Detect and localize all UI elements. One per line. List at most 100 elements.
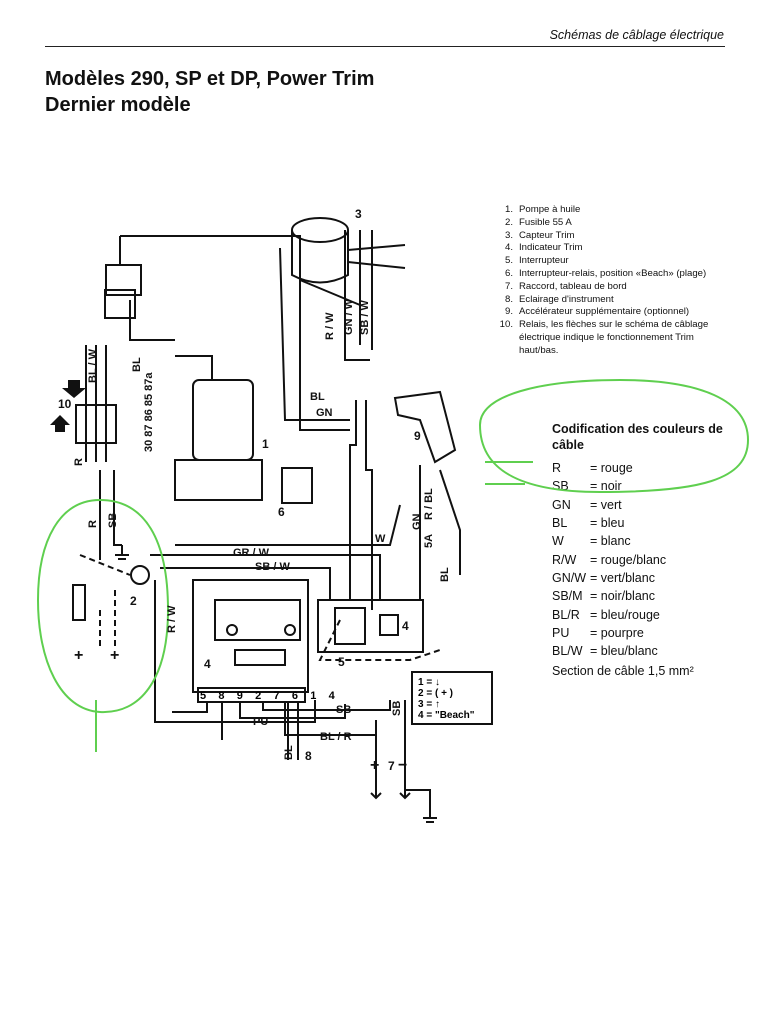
color-meaning: = vert [590,497,622,512]
arrow-down [399,790,411,800]
color-meaning: = rouge/blanc [590,552,667,567]
green-annotation-circle [36,498,170,714]
callout-10: 10 [58,397,72,411]
legend-number: 1. [504,204,513,215]
connector-top [105,264,142,296]
legend-item: 1.Pompe à huile [494,204,734,217]
ground-symbol [115,545,129,560]
callout-6: 6 [278,505,285,519]
wire-label: SB / W [359,300,371,335]
legend-item: 9. Accélérateur supplémentaire (optionnel… [494,306,734,319]
switch-legend-line: 1 = ↓ [418,677,440,688]
legend-number: 8. [504,293,513,305]
plus-symbol: + [74,647,83,664]
wire-label: BL [310,391,325,403]
legend-item: 8. Eclairage d'instrument [494,294,734,307]
color-meaning: = vert/blanc [590,570,655,585]
legend-text: Eclairage d'instrument [519,293,614,305]
wire [349,400,357,600]
legend-text: Raccord, tableau de bord [519,280,627,292]
plus-symbol: + [370,757,379,774]
wire-label: GN [316,407,333,419]
color-code-row: BL= bleu [552,514,752,532]
wire-label-group: R / W GN / W SB / W BL GN GR / W SB / W … [73,298,451,760]
color-code-row: BL/R= bleu/rouge [552,605,752,623]
legend-number: 10. [499,319,513,331]
color-code: SB/M [552,589,583,604]
connector-6 [281,467,313,504]
trim-sensor-body [291,217,349,243]
color-code-row: BL/W= bleu/blanc [552,642,752,660]
legend-item: 6. Interrupteur-relais, position «Beach» … [494,268,734,281]
legend-text: Indicateur Trim [519,242,583,254]
wire-label: 5A [423,534,435,548]
gauge-terminal-numbers: 5 8 9 2 7 6 1 4 [200,690,339,702]
wire [175,355,213,380]
wire [344,230,370,361]
wire-label: R / W [166,605,178,633]
trim-sensor-lead [299,279,361,306]
callout-group: 1 2 3 4 4 5 6 7 8 9 10 [58,207,421,773]
color-code: GN [552,497,571,512]
callout-9: 9 [414,429,421,443]
wire [150,554,381,600]
legend-item: 10.Relais, les flèches sur le schéma de … [494,319,734,357]
color-meaning: = bleu/rouge [590,607,660,622]
callout-2: 2 [130,594,137,608]
ground-symbol [423,810,437,823]
callout-4: 4 [402,619,409,633]
color-code-row: SB/M = noir/blanc [552,587,752,605]
wire [120,235,350,431]
color-meaning: = noir/blanc [590,589,655,604]
switch-legend: 1 = ↓ 2 = ( + ) 3 = ↑ 4 = "Beach" [418,677,475,721]
color-code: PU [552,625,570,640]
wire-label: SB [107,513,119,528]
color-code: GN/W [552,570,587,585]
relay-body [75,404,117,444]
color-code-row: GN = vert [552,496,752,514]
legend-number: 6. [504,267,513,279]
wire-label: GN [411,513,423,530]
color-meaning: = rouge [590,461,633,476]
wire-label: BL [131,357,143,372]
header-rule [45,46,725,47]
cable-section-note: Section de câble 1,5 mm² [552,664,694,679]
fuse-box [72,584,86,621]
page-title: Modèles 290, SP et DP, Power Trim Dernie… [45,66,374,118]
wire-label: GN / W [343,298,355,335]
gauge-scale [234,649,286,666]
switch-contact-block [379,614,399,636]
trim-sensor-lead [347,261,406,269]
trim-sensor-lead [347,244,406,251]
wire [439,469,461,575]
color-code: W [552,534,564,549]
switch-contact-block [334,607,366,645]
color-meaning: = bleu/blanc [590,644,658,659]
wire-label: SB [336,704,351,716]
gauge-terminal-strip [197,687,306,703]
wire-label: BL / W [87,348,99,383]
callout-5: 5 [338,655,345,669]
green-annotation-circle [478,378,750,494]
legend-number: 2. [504,216,513,228]
callout-8: 8 [305,749,312,763]
legend-item: 2.Fusible 55 A [494,217,734,230]
legend-text: Interrupteur [519,255,569,267]
wire-label: R [73,458,85,466]
legend-text: Interrupteur-relais, position «Beach» (p… [519,267,707,279]
component-legend: 1.Pompe à huile 2.Fusible 55 A 3.Capteur… [494,204,734,358]
wire [404,700,431,810]
switch-housing [317,599,424,653]
legend-item: 3.Capteur Trim [494,230,734,243]
wire [175,504,401,546]
title-line-2: Dernier modèle [45,94,191,116]
legend-number: 9. [504,306,513,318]
wire-label: R / BL [423,488,435,520]
color-code-row: PU= pourpre [552,624,752,642]
wire-group [72,217,493,823]
wire [279,247,350,421]
legend-item: 4.Indicateur Trim [494,242,734,255]
fuse-clip [130,565,150,585]
legend-text: Accélérateur supplémentaire (optionnel) [519,306,690,318]
